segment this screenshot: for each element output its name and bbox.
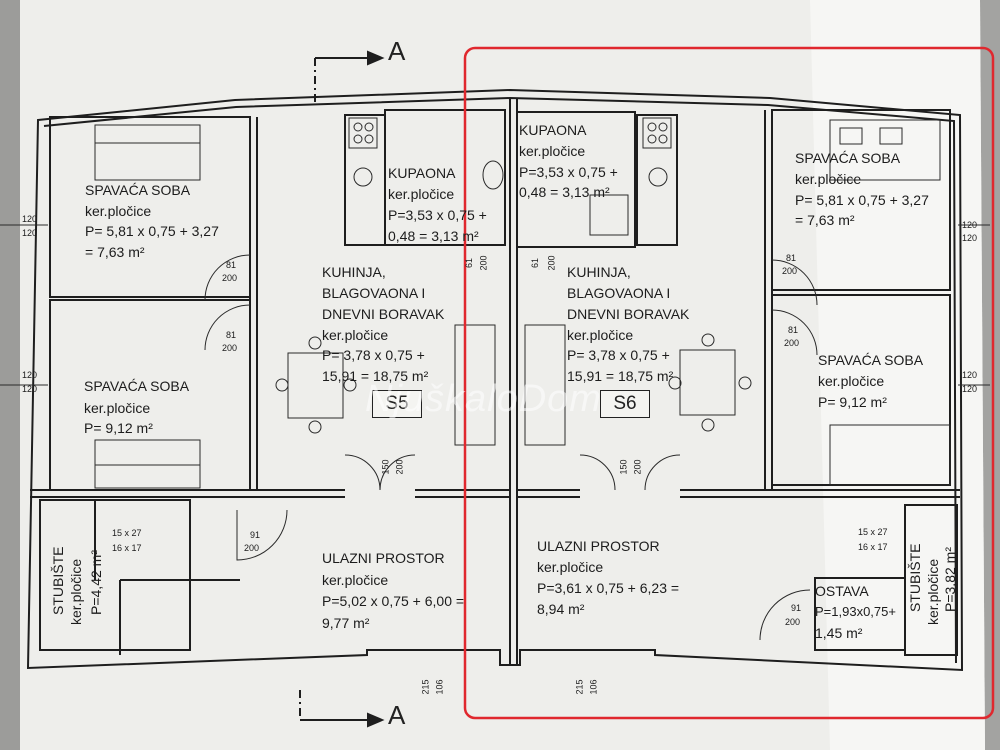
dim-double-s6-h: 200 bbox=[632, 459, 643, 475]
s5-living-area-2: 15,91 = 18,75 m² bbox=[322, 368, 429, 384]
dim-stair-s5-b: 16 x 17 bbox=[112, 543, 142, 553]
s6-stairs-line-3: P=3,82 m² bbox=[942, 547, 958, 612]
s6-storage-area-1: P=1,93x0,75+ bbox=[815, 604, 896, 619]
s5-living-line-1: KUHINJA, bbox=[322, 264, 386, 280]
dim-bath-door-s5-w: 61 bbox=[464, 257, 475, 269]
dim-stair-s6-a: 15 x 27 bbox=[858, 527, 888, 537]
section-marker-top: A bbox=[388, 36, 406, 66]
dim-double-s5-h: 200 bbox=[394, 459, 405, 475]
dim-front-door-s5-h: 200 bbox=[244, 543, 260, 553]
s6-entry-area-1: P=3,61 x 0,75 + 6,23 = bbox=[537, 580, 680, 596]
s6-storage-area-2: 1,45 m² bbox=[815, 625, 863, 641]
s5-bedroom-bottom-floor: ker.pločice bbox=[84, 400, 151, 416]
s5-bedroom-top-floor: ker.pločice bbox=[85, 203, 152, 219]
dim-door-s6-1-h: 200 bbox=[782, 266, 798, 276]
highlight-frame bbox=[463, 46, 995, 720]
s5-entry-area-2: 9,77 m² bbox=[322, 615, 370, 631]
s6-bedroom-bottom-name: SPAVAĆA SOBA bbox=[818, 352, 924, 368]
s6-bath-name: KUPAONA bbox=[519, 122, 587, 138]
dim-door-s5-2-w: 81 bbox=[226, 330, 237, 340]
s5-living-line-3: DNEVNI BORAVAK bbox=[322, 306, 445, 322]
s5-entry-floor: ker.pločice bbox=[322, 572, 389, 588]
dim-window-right-bot-a: 120 bbox=[962, 370, 978, 380]
s6-unit-label: S6 bbox=[600, 390, 650, 418]
dim-window-left-bot-b: 120 bbox=[22, 384, 38, 394]
s6-bath-area-1: P=3,53 x 0,75 + bbox=[519, 164, 618, 180]
dim-window-s5-entry-w: 215 bbox=[420, 679, 431, 695]
s5-stairs-line-3: P=4,42 m² bbox=[88, 550, 104, 615]
s5-entry-name: ULAZNI PROSTOR bbox=[322, 550, 445, 566]
dim-window-right-bot-b: 120 bbox=[962, 384, 978, 394]
s6-entry-area-2: 8,94 m² bbox=[537, 601, 585, 617]
dim-window-s6-entry-w: 215 bbox=[574, 679, 585, 695]
s5-bedroom-bottom-name: SPAVAĆA SOBA bbox=[84, 378, 190, 394]
s6-bedroom-bottom-area: P= 9,12 m² bbox=[818, 394, 887, 410]
s6-stairs-line-1: STUBIŠTE bbox=[907, 543, 923, 612]
dim-window-right-top-a: 120 bbox=[962, 220, 978, 230]
dim-window-left-top-b: 120 bbox=[22, 228, 38, 238]
s5-stairs-line-2: ker.pločice bbox=[68, 558, 84, 625]
s5-stairs-line-1: STUBIŠTE bbox=[50, 546, 66, 615]
s5-living-floor: ker.pločice bbox=[322, 327, 389, 343]
s6-bath-area-2: 0,48 = 3,13 m² bbox=[519, 184, 610, 200]
furniture bbox=[0, 117, 990, 641]
s6-bedroom-bottom-floor: ker.pločice bbox=[818, 373, 885, 389]
s5-bedroom-bottom-area: P= 9,12 m² bbox=[84, 420, 153, 436]
s5-living-area-1: P= 3,78 x 0,75 + bbox=[322, 347, 425, 363]
dim-door-s5-1-w: 81 bbox=[226, 260, 237, 270]
dim-front-door-s6-w: 91 bbox=[791, 603, 802, 613]
dim-window-s6-entry-h: 106 bbox=[588, 679, 599, 695]
dim-door-s5-1-h: 200 bbox=[222, 273, 238, 283]
s6-bedroom-top-name: SPAVAĆA SOBA bbox=[795, 150, 901, 166]
dim-front-door-s6-h: 200 bbox=[785, 617, 801, 627]
s6-entry-floor: ker.pločice bbox=[537, 559, 604, 575]
s5-bath-floor: ker.pločice bbox=[388, 186, 455, 202]
s6-storage-name: OSTAVA bbox=[815, 583, 869, 599]
s5-bedroom-top-name: SPAVAĆA SOBA bbox=[85, 182, 191, 198]
dim-window-left-bot-a: 120 bbox=[22, 370, 38, 380]
s5-living-line-2: BLAGOVAONA I bbox=[322, 285, 426, 301]
s5-entry-area-1: P=5,02 x 0,75 + 6,00 = bbox=[322, 593, 465, 609]
s5-bath-area-1: P=3,53 x 0,75 + bbox=[388, 207, 487, 223]
dim-double-s5-w: 150 bbox=[380, 459, 391, 475]
s6-bedroom-top-area-1: P= 5,81 x 0,75 + 3,27 bbox=[795, 192, 929, 208]
dim-double-s6-w: 150 bbox=[618, 459, 629, 475]
dim-stair-s5-a: 15 x 27 bbox=[112, 528, 142, 538]
section-marker-bottom: A bbox=[388, 700, 406, 730]
s5-bath-name: KUPAONA bbox=[388, 165, 456, 181]
dim-door-s5-2-h: 200 bbox=[222, 343, 238, 353]
watermark: NjuškaloDom bbox=[365, 378, 602, 420]
s6-living-area-1: P= 3,78 x 0,75 + bbox=[567, 347, 670, 363]
dim-front-door-s5-w: 91 bbox=[250, 530, 261, 540]
s6-entry-name: ULAZNI PROSTOR bbox=[537, 538, 660, 554]
s5-unit-label: S5 bbox=[372, 390, 422, 418]
dim-window-right-top-b: 120 bbox=[962, 233, 978, 243]
s5-bedroom-top-area-1: P= 5,81 x 0,75 + 3,27 bbox=[85, 223, 219, 239]
s5-bath-area-2: 0,48 = 3,13 m² bbox=[388, 228, 479, 244]
dim-door-s6-2-w: 81 bbox=[788, 325, 799, 335]
s6-bedroom-top-area-2: = 7,63 m² bbox=[795, 212, 855, 228]
dim-door-s6-1-w: 81 bbox=[786, 253, 797, 263]
dim-bath-door-s6-w: 61 bbox=[530, 257, 541, 269]
s6-bedroom-top-floor: ker.pločice bbox=[795, 171, 862, 187]
s6-stairs-line-2: ker.pločice bbox=[925, 558, 941, 625]
s6-living-line-2: BLAGOVAONA I bbox=[567, 285, 671, 301]
dim-window-s5-entry-h: 106 bbox=[434, 679, 445, 695]
dim-stair-s6-b: 16 x 17 bbox=[858, 542, 888, 552]
s5-bedroom-top-area-2: = 7,63 m² bbox=[85, 244, 145, 260]
dim-window-left-top-a: 120 bbox=[22, 214, 38, 224]
dim-door-s6-2-h: 200 bbox=[784, 338, 800, 348]
s6-living-line-3: DNEVNI BORAVAK bbox=[567, 306, 690, 322]
wall-lines bbox=[26, 50, 964, 728]
dim-bath-door-s6-h: 200 bbox=[546, 255, 557, 271]
s6-living-floor: ker.pločice bbox=[567, 327, 634, 343]
s6-living-area-2: 15,91 = 18,75 m² bbox=[567, 368, 674, 384]
dim-bath-door-s5-h: 200 bbox=[478, 255, 489, 271]
s6-bath-floor: ker.pločice bbox=[519, 143, 586, 159]
s6-living-line-1: KUHINJA, bbox=[567, 264, 631, 280]
